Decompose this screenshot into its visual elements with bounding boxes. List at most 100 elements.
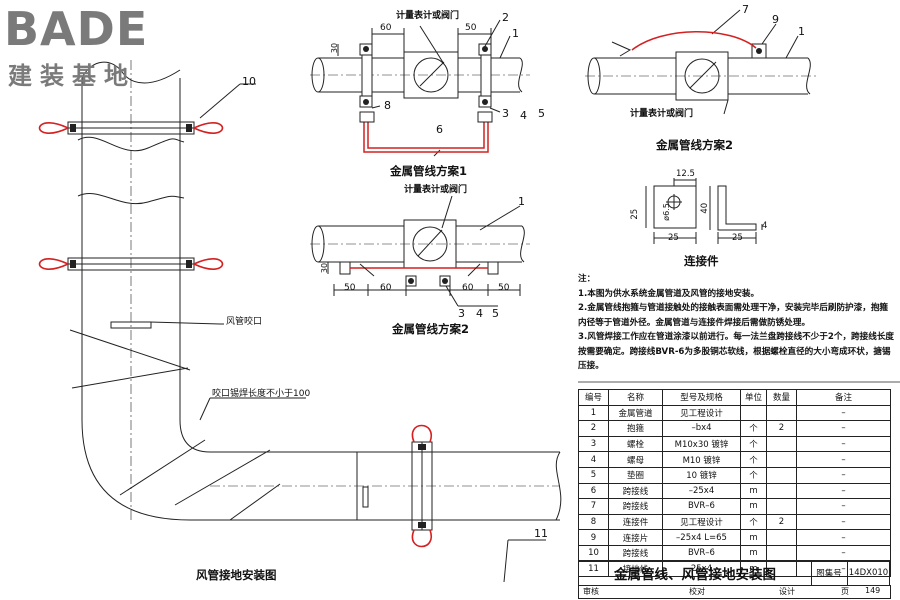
table-cell: 跨接线 [608, 544, 663, 562]
dim-25-angle: 25 [732, 233, 743, 243]
table-cell: – [796, 466, 891, 484]
table-cell: 连接件 [608, 513, 663, 531]
table-cell: 9 [578, 529, 609, 546]
review-label: 审核 [583, 587, 599, 596]
table-cell: M10x30 镀锌 [662, 435, 741, 453]
dim-50-right: 50 [465, 23, 477, 33]
caption-connector: 连接件 [684, 254, 719, 268]
table-header: 编号 [578, 389, 609, 406]
table-header: 单位 [740, 389, 767, 406]
table-cell: 螺栓 [608, 435, 663, 453]
table-cell: 25x4 [662, 560, 741, 578]
table-cell [766, 498, 797, 515]
table-cell: –25x4 L=65 [662, 529, 741, 546]
dim-hole: ø6.5 [661, 203, 671, 221]
callout-4b: 4 [476, 307, 483, 320]
callout-4: 4 [520, 109, 527, 122]
table-cell: 垫圈 [608, 466, 663, 484]
table-cell: 抱箍 [608, 420, 663, 437]
table-cell: 个 [740, 420, 767, 437]
table-cell: 2 [766, 420, 797, 437]
table-header: 数量 [766, 389, 797, 406]
table-cell: – [796, 404, 891, 422]
note-1: 1.本图为供水系统金属管道及风管的接地安装。 [578, 288, 760, 299]
table-cell: 2 [578, 420, 609, 437]
table-cell: – [796, 435, 891, 453]
dim-50-b: 50 [498, 283, 510, 293]
table-cell: 2 [766, 513, 797, 531]
table-cell: 7 [578, 498, 609, 515]
table-cell [740, 404, 767, 422]
dim-4: 4 [762, 221, 768, 231]
meter-valve-label-2: 计量表计或阀门 [630, 109, 694, 119]
table-cell: 个 [740, 435, 767, 453]
table-cell: 1 [578, 404, 609, 422]
table-cell: 跨接线 [608, 482, 663, 500]
table-cell [766, 451, 797, 468]
callout-9: 9 [772, 13, 779, 26]
callout-6: 6 [436, 123, 443, 136]
table-cell: 个 [740, 466, 767, 484]
callout-5: 5 [538, 107, 545, 120]
table-cell: 3 [578, 435, 609, 453]
table-cell: 8 [578, 513, 609, 531]
table-header: 备注 [796, 389, 891, 406]
callout-3b: 3 [458, 307, 465, 320]
caption-scheme2: 金属管线方案2 [656, 138, 734, 152]
table-cell: – [796, 560, 891, 578]
table-cell: – [796, 451, 891, 468]
page-label: 页 [841, 587, 849, 596]
table-cell: 见工程设计 [662, 404, 741, 422]
table-cell: BVR–6 [662, 544, 741, 562]
dim-12-5: 12.5 [676, 169, 695, 179]
table-cell: – [796, 420, 891, 437]
table-cell: – [796, 529, 891, 546]
dim-30: 30 [330, 42, 340, 54]
callout-2: 2 [502, 11, 509, 24]
table-cell: 5 [578, 466, 609, 484]
signature-row: 审核 校对 设计 页 149 [578, 585, 891, 599]
scheme1-drawing [310, 19, 530, 157]
design-label: 设计 [779, 587, 795, 596]
table-cell: BVR–6 [662, 498, 741, 515]
table-cell: 连接片 [608, 529, 663, 546]
atlas-number: 14DX010 [848, 560, 890, 586]
table-cell: 4 [578, 451, 609, 468]
table-cell [766, 466, 797, 484]
title-block: 金属管线、风管接地安装图 图集号 14DX010 审核 校对 设计 页 149 [578, 560, 891, 599]
duct-ground-straps [38, 122, 433, 548]
table-header-row: 编号 名称 型号及规格 单位 数量 备注 [578, 389, 891, 406]
caption-duct: 风管接地安装图 [196, 568, 277, 582]
callout-8: 8 [384, 99, 391, 112]
drawing-title: 金属管线、风管接地安装图 [578, 560, 812, 586]
atlas-label: 图集号 [811, 560, 848, 586]
callout-5b: 5 [492, 307, 499, 320]
callout-7: 7 [742, 3, 749, 16]
check-label: 校对 [689, 587, 705, 596]
dim-30-b: 30 [320, 262, 330, 274]
callout-1c: 1 [518, 195, 525, 208]
dim-60-b: 60 [462, 283, 474, 293]
table-cell [766, 435, 797, 453]
table-cell: m [740, 544, 767, 562]
notes-block: 注： 1.本图为供水系统金属管道及风管的接地安装。 2.金属管线抱箍与管道接触处… [578, 272, 896, 374]
table-cell: m [740, 529, 767, 546]
scheme2-drawing [585, 9, 818, 115]
notes-title: 注： [578, 274, 596, 284]
duct-mouth-label: 风管咬口 [226, 317, 263, 327]
table-cell: M10 镀锌 [662, 451, 741, 468]
table-cell: 跨接线 [608, 498, 663, 515]
table-cell: – [796, 482, 891, 500]
callout-10: 10 [242, 75, 256, 88]
table-cell: 螺母 [608, 451, 663, 468]
weld-length-label: 咬口锡焊长度不小于100 [212, 389, 311, 399]
connector-drawing [645, 178, 763, 244]
duct-drawing [67, 60, 562, 531]
table-header: 名称 [608, 389, 663, 406]
table-cell: 个 [740, 513, 767, 531]
